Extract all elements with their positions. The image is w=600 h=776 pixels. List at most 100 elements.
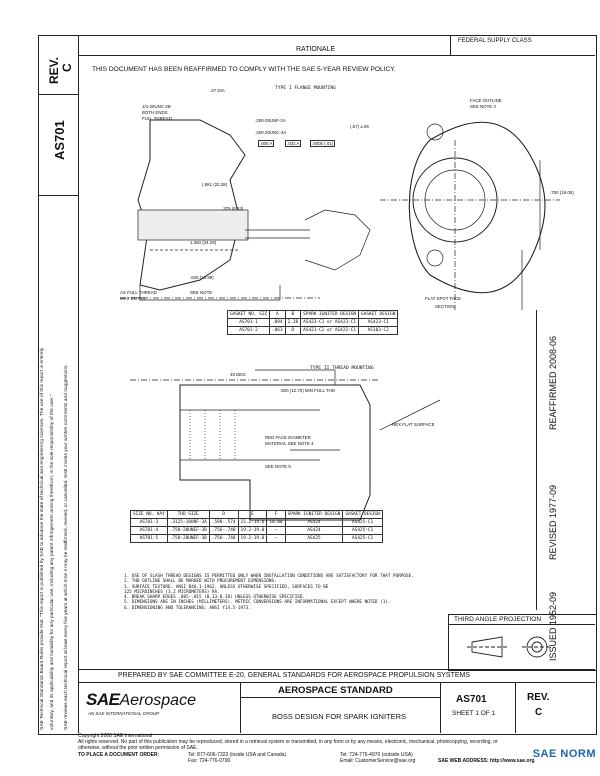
type1-col-gasket: GASKET DESIGN	[358, 310, 399, 319]
reaffirm-statement: THIS DOCUMENT HAS BEEN REAFFIRMED TO COM…	[92, 66, 396, 73]
table-cell: .3125-18UNF-3A	[166, 518, 210, 527]
side-notice-line-2: voluntary, and its applicability and sui…	[50, 394, 55, 730]
table-cell: AS425-C1	[342, 526, 383, 535]
note-2: 2. THD OUTLINE SHALL BE MARKED WITH PROC…	[124, 579, 277, 585]
table-cell: AS701-2	[226, 326, 271, 335]
table-cell: AS424	[284, 526, 344, 535]
note-6: 6. DIMENSIONING AND TOLERANCING: ANSI Y1…	[124, 605, 251, 611]
type2-col-f: F	[266, 510, 286, 519]
dim-label-13: .625 (15.88)	[190, 275, 214, 280]
dim-label-1: .47 DIA	[210, 88, 225, 93]
type2-label: TYPE II THREAD MOUNTING	[310, 366, 374, 371]
dim-label-8: .031 A	[285, 140, 302, 147]
dim-label-21: MAX ENTRY	[120, 296, 146, 301]
sae-logo-main: SAE	[86, 690, 120, 709]
title-block-divider-1	[240, 682, 241, 733]
type2-col-igniter: SPARK IGNITER DESIGN	[284, 510, 344, 519]
drawing-notes: 1. USE OF SLASH THREAD DESIGNS IS PERMIT…	[124, 574, 534, 611]
note-3b: 125 MICROINCHES (3.2 MICROMETERS) RA.	[124, 589, 220, 595]
right-margin-divider	[536, 310, 537, 610]
projection-symbol	[467, 636, 552, 658]
title-block-mid-rule	[240, 697, 440, 698]
order-fax: Fax: 724-776-0790	[188, 757, 231, 764]
dim-label-5: .250-28UNF-3A	[255, 118, 286, 123]
dim-label-2: 1/4-20UNC-2B	[142, 104, 171, 109]
table-cell: AS425-C1	[342, 518, 383, 527]
table-cell: AS701-5	[130, 534, 168, 543]
dim-label-24: RED FACE DIAMETER	[265, 435, 311, 440]
type1-section-view	[120, 119, 371, 301]
standard-type: AEROSPACE STANDARD	[278, 685, 393, 696]
dim-label-18: FLAT SPOT FACE	[425, 296, 462, 301]
type2-col-e: E	[237, 510, 268, 519]
dim-label-20: AS FULL THREAD	[120, 290, 157, 295]
table-cell: 10.00	[266, 518, 286, 527]
dim-label-15: .750 (19.05)	[550, 190, 574, 195]
dim-label-11: 1.350 (34.29)	[190, 240, 217, 245]
type1-table: GASKET NO. SIZ A B SPARK IGNITER DESIGN …	[226, 310, 399, 335]
table-row: AS701-4 .750-20UNEF-3B .756-.748 19.2-19…	[130, 526, 383, 535]
table-cell: AS423-C1 or AS423-C1	[300, 318, 360, 327]
side-notice-line-3: SAE reviews each technical report at lea…	[64, 364, 69, 730]
type1-label: TYPE I FLANGE MOUNTING	[275, 86, 336, 91]
table-cell: .063	[269, 326, 286, 335]
order-email: Email: CustomerService@sae.org	[340, 757, 416, 764]
engineering-drawing: TYPE I FLANGE MOUNTING TYPE II THREAD MO…	[80, 80, 590, 635]
table-cell: 2.38	[284, 318, 302, 327]
title-rev-value: C	[535, 707, 543, 718]
side-notice-line-1: SAE Technical Standards Board Rules prov…	[40, 347, 45, 730]
type1-col-size: GASKET NO. SIZ	[226, 310, 271, 319]
dim-label-3: BOTH ENDS	[142, 110, 168, 115]
order-tel: Tel: 877-606-7323 (inside USA and Canada…	[188, 751, 287, 758]
dim-label-19: SEE NOTE	[190, 290, 213, 295]
table-cell: —	[266, 526, 286, 535]
table-cell: D	[284, 326, 302, 335]
table-cell: AS425-C1	[342, 534, 383, 543]
order-label: TO PLACE A DOCUMENT ORDER:	[78, 751, 160, 758]
type2-table: SIZE NO. KAY THD SIZE D E F SPARK IGNITE…	[130, 510, 383, 543]
rights-notice: All rights reserved. No part of this pub…	[78, 739, 498, 752]
table-cell: —	[266, 534, 286, 543]
dim-label-9: .0005 (.01)	[310, 140, 336, 147]
note-5: 5. DIMENSIONS ARE IN INCHES (MILLIMETERS…	[124, 600, 391, 606]
order-tel-outside: Tel: 724-776-4970 (outside USA)	[340, 751, 413, 758]
dim-label-22: SECTION	[435, 304, 455, 309]
left-column-hrule-1	[38, 94, 78, 95]
page-border	[38, 35, 597, 735]
dim-label-7: .005 A	[258, 140, 275, 147]
dim-label-12: (.881 (22.38)	[202, 182, 228, 187]
header-fsc-divider	[450, 35, 451, 55]
table-cell: AS424	[284, 518, 344, 527]
dim-label-14: .375 (9.53)	[222, 206, 244, 211]
rev-label-vertical: REV.	[47, 57, 61, 84]
note-4: 4. BREAK SHARP EDGES .005-.015 (0.13-0.3…	[124, 595, 306, 601]
projection-box	[448, 614, 597, 671]
dim-label-23: .500 (12.70) MIN FULL THD	[280, 388, 335, 393]
table-cell: .750-20UNEF-3B	[166, 534, 210, 543]
document-title: BOSS DESIGN FOR SPARK IGNITERS	[272, 712, 407, 721]
table-cell: .756-.748	[208, 534, 239, 543]
table-cell: AS701-1	[226, 318, 271, 327]
footer: Copyright 2008 SAE International All rig…	[78, 733, 598, 770]
table-cell: AS701-4	[130, 526, 168, 535]
rationale-heading: RATIONALE	[296, 46, 336, 53]
table-cell: AS701-3	[130, 518, 168, 527]
dim-label-17: SEE NOTE 3	[470, 104, 496, 109]
header-bottom-rule	[78, 55, 595, 56]
table-row: AS701-3 .3125-18UNF-3A .598-.574 15.2-14…	[130, 518, 383, 527]
dim-label-10: (.57) ±.05	[350, 124, 369, 129]
type2-col-thd: THD SIZE	[166, 510, 210, 519]
order-row: TO PLACE A DOCUMENT ORDER: Tel: 877-606-…	[78, 752, 598, 770]
table-cell: 19.2-19.0	[237, 526, 268, 535]
table-row: AS701-2 .063 D AS421-C2 or AS422-C1 AS10…	[226, 326, 399, 335]
table-cell: 19.2-19.0	[237, 534, 268, 543]
web-address[interactable]: SAE WEB ADDRESS: http://www.sae.org	[438, 757, 535, 764]
left-column-divider	[78, 35, 79, 733]
dim-label-16: FACE OUTLINE	[470, 98, 502, 103]
dim-label-27: 45 DEG	[230, 372, 246, 377]
type1-flange-view	[380, 121, 560, 310]
federal-supply-class: FEDERAL SUPPLY CLASS	[458, 38, 532, 44]
title-doc-number: AS701	[456, 694, 487, 705]
note-3: 3. SURFACE TEXTURE: ANSI B46.1-1962. UNL…	[124, 584, 329, 590]
title-block-top-rule	[78, 682, 595, 683]
